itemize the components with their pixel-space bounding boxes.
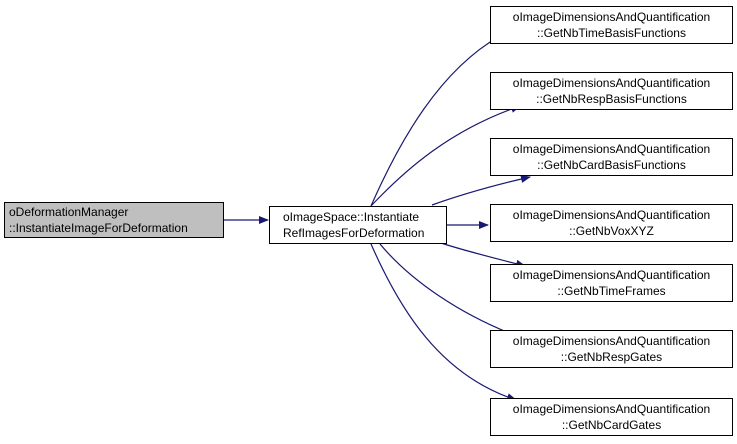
node-callee-line2: ::GetNbTimeFrames (557, 284, 666, 298)
edge-mid-to-callee-3 (431, 175, 531, 206)
node-callee-line2: ::GetNbRespBasisFunctions (536, 92, 687, 106)
edge-mid-to-callee-7 (370, 243, 517, 401)
node-get-nb-card-gates[interactable]: oImageDimensionsAndQuantification ::GetN… (490, 398, 733, 436)
node-instantiate-ref-images[interactable]: oImageSpace::Instantiate RefImagesForDef… (269, 206, 447, 244)
node-callee-line1: oImageDimensionsAndQuantification (512, 268, 711, 282)
node-callee-line1: oImageDimensionsAndQuantification (512, 334, 711, 348)
node-callee-line2: ::GetNbVoxXYZ (569, 224, 654, 238)
edge-mid-to-callee-2 (370, 105, 521, 207)
node-get-nb-card-basis-functions[interactable]: oImageDimensionsAndQuantification ::GetN… (490, 138, 733, 176)
edge-mid-to-callee-6 (379, 243, 523, 339)
node-get-nb-time-frames[interactable]: oImageDimensionsAndQuantification ::GetN… (490, 264, 733, 302)
edge-mid-to-callee-1 (370, 35, 501, 207)
node-root-line1: oDeformationManager (9, 205, 129, 219)
node-callee-line1: oImageDimensionsAndQuantification (512, 208, 711, 222)
node-get-nb-resp-basis-functions[interactable]: oImageDimensionsAndQuantification ::GetN… (490, 72, 733, 110)
node-root-line2: ::InstantiateImageForDeformation (9, 221, 188, 235)
node-get-nb-vox-xyz[interactable]: oImageDimensionsAndQuantification ::GetN… (490, 204, 733, 242)
node-get-nb-time-basis-functions[interactable]: oImageDimensionsAndQuantification ::GetN… (490, 6, 733, 44)
node-callee-line2: ::GetNbCardBasisFunctions (537, 158, 686, 172)
node-callee-line1: oImageDimensionsAndQuantification (512, 402, 711, 416)
node-root-caller: oDeformationManager ::InstantiateImageFo… (4, 202, 224, 238)
node-callee-line1: oImageDimensionsAndQuantification (512, 76, 711, 90)
node-mid-line1: oImageSpace::Instantiate (283, 210, 420, 224)
node-mid-line2: RefImagesForDeformation (283, 226, 425, 240)
node-callee-line1: oImageDimensionsAndQuantification (512, 10, 711, 24)
node-callee-line2: ::GetNbRespGates (560, 350, 663, 364)
node-callee-line2: ::GetNbTimeBasisFunctions (537, 26, 686, 40)
node-get-nb-resp-gates[interactable]: oImageDimensionsAndQuantification ::GetN… (490, 330, 733, 368)
node-callee-line1: oImageDimensionsAndQuantification (512, 142, 711, 156)
node-callee-line2: ::GetNbCardGates (561, 418, 662, 432)
